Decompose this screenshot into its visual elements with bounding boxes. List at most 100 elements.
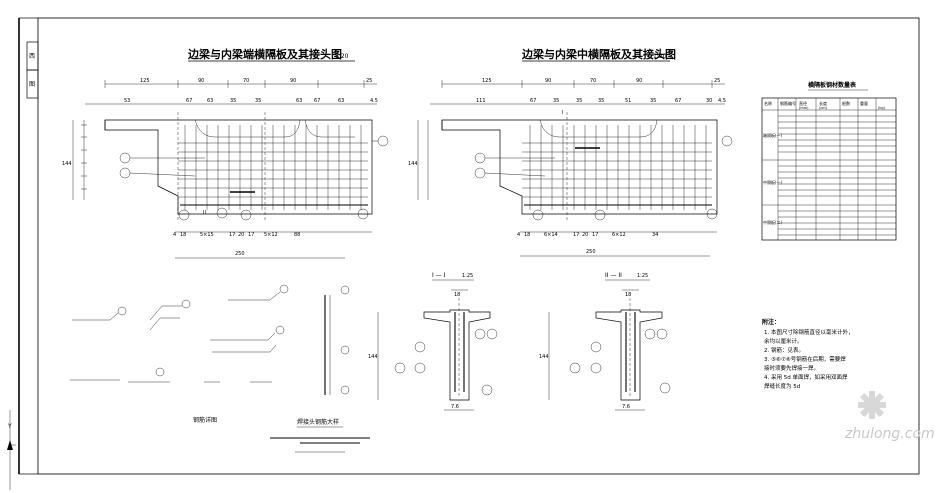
rebar-details: 钢筋详图 [70, 284, 350, 424]
table-group-1: 中隔板(一) [763, 179, 783, 185]
left-dim-bot-3: 5×15 [200, 232, 214, 238]
right-dim-mid-8: 67 [675, 98, 681, 104]
side-mark-2: 图 [29, 81, 35, 88]
table-header-2: 直径 [799, 100, 807, 106]
table-header-1: 钢筋编号 [780, 100, 796, 106]
watermark: zhulong.com [844, 391, 935, 442]
left-dim-top-5: 25 [366, 78, 372, 84]
watermark-text: zhulong.com [844, 426, 935, 442]
left-dim-mid-9: 4.5 [370, 98, 378, 104]
note-line-3: 2. 钢筋：见表。 [764, 346, 804, 354]
table-header-3: 长度 [819, 100, 827, 106]
right-dim-bot-2: 18 [524, 232, 530, 238]
notes: 附注： 1. 本图尺寸除钢筋直径以毫米计外， 余均以厘米计。 2. 钢筋：见表。… [762, 318, 854, 390]
left-dim-mid-6: 63 [296, 98, 302, 104]
right-dim-top-5: 25 [714, 78, 720, 84]
table-unit-5: (kg) [878, 106, 886, 110]
scale-right: 1:20 [653, 53, 667, 60]
right-dim-top-2: 90 [545, 78, 551, 84]
right-dim-mid-10: 4.5 [718, 98, 726, 104]
outer-frame [18, 17, 920, 475]
left-dim-mid-3: 63 [207, 98, 213, 104]
right-dim-bot-7: 6×12 [612, 232, 626, 238]
left-elevation: 125 90 70 90 25 53 67 63 35 35 63 67 63 … [62, 78, 389, 259]
table-group-2: 中隔板(二) [763, 219, 783, 225]
margin-block-2 [26, 69, 39, 99]
rebar-table: 横隔板钢材数量表 名称 钢筋编号 直径 长度 根数 重量 (mm) (cm) [761, 81, 897, 241]
right-dim-mid-9: 30 [706, 98, 712, 104]
right-dim-mid-5: 35 [598, 98, 604, 104]
weld-detail-label: 焊接头钢筋大样 [297, 418, 339, 426]
section-2-width: 18 [625, 292, 631, 298]
right-dim-mid-2: 67 [530, 98, 536, 104]
svg-text:I: I [562, 110, 563, 116]
section-1-label: I — I [432, 272, 446, 279]
right-dim-bot-6: 17 [592, 232, 598, 238]
right-height-dim: 144 [408, 161, 418, 167]
right-dim-mid-4: 35 [576, 98, 582, 104]
weld-detail: 焊接头钢筋大样 [270, 418, 370, 453]
table-title: 横隔板钢材数量表 [808, 81, 857, 89]
section-2-height: 144 [539, 354, 549, 360]
left-height-dim: 144 [62, 161, 72, 167]
left-dim-mid-7: 67 [314, 98, 320, 104]
right-dim-top-4: 90 [636, 78, 642, 84]
section-2-bottom: 7.6 [622, 404, 630, 410]
inner-frame [37, 17, 920, 475]
note-line-1: 1. 本图尺寸除钢筋直径以毫米计外， [764, 328, 854, 336]
right-dim-mid-6: 51 [625, 98, 631, 104]
right-elevation: 125 90 70 90 25 111 67 35 35 35 51 35 67… [408, 78, 733, 257]
left-dim-mid-1: 53 [124, 98, 130, 104]
table-unit-3: (cm) [819, 106, 828, 110]
right-dim-bot-4: 17 [573, 232, 579, 238]
section-1-bottom: 7.6 [451, 404, 459, 410]
left-dim-mid-4: 35 [230, 98, 236, 104]
note-line-6: 4. 采用 5d 单面焊，如采用双面焊 [764, 373, 848, 381]
section-1: I — I 1:25 18 144 7.6 [368, 272, 498, 411]
note-line-5: 接时须要先焊接一焊。 [764, 364, 819, 372]
left-dim-top-2: 90 [198, 78, 204, 84]
note-line-4: 3. ⑤⑥⑦⑧号钢筋在后期，需要焊 [764, 355, 846, 363]
left-dim-bot-4: 17 [229, 232, 235, 238]
section-1-height: 144 [368, 354, 378, 360]
left-dim-top-1: 125 [140, 78, 150, 84]
left-dim-bot-6: 17 [248, 232, 254, 238]
table-header-5: 重量 [860, 100, 868, 106]
note-line-2: 余均以厘米计。 [764, 337, 803, 345]
section-1-scale: 1:25 [462, 273, 473, 279]
title-left: 边梁与内梁端横隔板及其接头图 [187, 47, 342, 61]
scale-left: 1:20 [335, 53, 349, 60]
section-2-scale: 1:25 [637, 273, 648, 279]
left-dim-bot-1: 4 [173, 232, 176, 238]
left-dim-top-3: 70 [243, 78, 249, 84]
axis-label: Y [7, 423, 12, 430]
side-mark-1: 西 [29, 53, 35, 60]
left-dim-bot-2: 18 [180, 232, 186, 238]
left-dim-mid-2: 67 [186, 98, 192, 104]
right-dim-mid-1: 111 [476, 98, 486, 104]
rebar-detail-label: 钢筋详图 [193, 416, 217, 424]
left-dim-bot-5: 20 [238, 232, 244, 238]
section-2: II — II 1:25 18 144 7.6 [539, 272, 671, 411]
left-dim-mid-8: 63 [338, 98, 344, 104]
right-dim-bot-3: 6×14 [544, 232, 558, 238]
left-dim-bot-8: 88 [294, 232, 300, 238]
left-total-dim: 250 [235, 251, 245, 257]
note-line-7: 焊缝长度为 5d [764, 382, 800, 390]
right-dim-mid-3: 35 [553, 98, 559, 104]
left-dim-top-4: 90 [290, 78, 296, 84]
svg-text:II: II [203, 210, 206, 216]
table-header-4: 根数 [842, 100, 850, 106]
table-header-0: 名称 [764, 100, 772, 106]
section-1-width: 18 [454, 292, 460, 298]
right-dim-mid-7: 35 [650, 98, 656, 104]
right-dim-bot-5: 20 [582, 232, 588, 238]
right-dim-top-1: 125 [482, 78, 492, 84]
right-dim-top-3: 70 [590, 78, 596, 84]
table-group-0: 端隔板(一) [763, 132, 783, 138]
section-2-label: II — II [605, 272, 622, 279]
left-dim-mid-5: 35 [255, 98, 261, 104]
table-unit-2: (mm) [799, 106, 809, 110]
right-dim-bot-8: 34 [652, 232, 658, 238]
